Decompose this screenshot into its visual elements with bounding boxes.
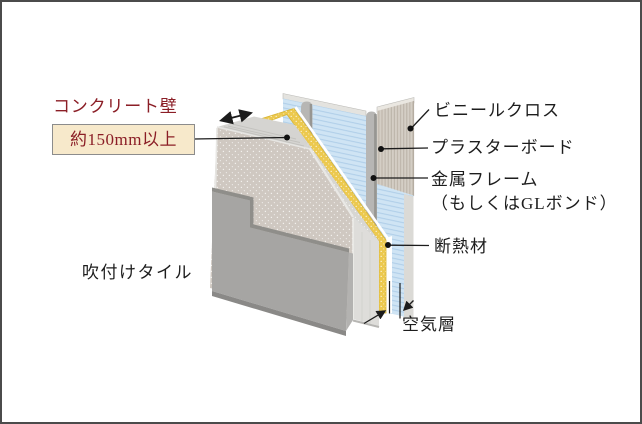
label-metal-frame: 金属フレーム （もしくはGLボンド） [431, 168, 618, 216]
thickness-box: 約150mm以上 [52, 124, 195, 155]
label-air-layer: 空気層 [402, 315, 456, 334]
air-gap [294, 106, 392, 313]
label-concrete-wall: コンクリート壁 [53, 97, 178, 116]
leader-dots [284, 125, 414, 248]
thickness-arrow [219, 109, 253, 125]
sprayed-tile-panel [212, 187, 353, 336]
label-sprayed-tile: 吹付けタイル [82, 263, 193, 282]
label-plasterboard: プラスターボード [431, 138, 575, 157]
label-metal-frame-line2: （もしくはGLボンド） [431, 194, 618, 213]
label-vinyl-cloth: ビニールクロス [434, 101, 560, 120]
label-insulation: 断熱材 [434, 237, 488, 256]
label-metal-frame-line1: 金属フレーム [431, 170, 539, 189]
leader-lines [193, 109, 430, 325]
